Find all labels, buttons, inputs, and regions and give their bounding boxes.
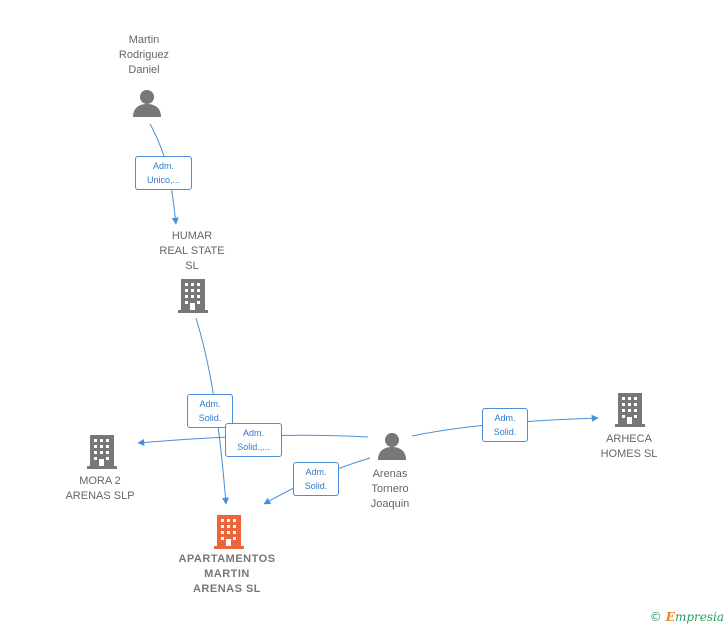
edge-label-arenas-apartamentos[interactable]: Adm. Solid. [293, 462, 339, 496]
node-label-martin[interactable]: Martin Rodriguez Daniel [118, 34, 170, 76]
person-icon[interactable] [133, 90, 161, 117]
building-icon[interactable] [87, 435, 117, 469]
edge-label-martin-humar[interactable]: Adm. Unico,... [135, 156, 192, 190]
building-icon[interactable] [178, 279, 208, 313]
node-label-arenas[interactable]: Arenas Tornero Joaquin [370, 468, 410, 510]
node-label-humar[interactable]: HUMAR REAL STATE SL [159, 230, 225, 272]
edge-label-arenas-arheca[interactable]: Adm. Solid. [482, 408, 528, 442]
building-icon-highlight[interactable] [214, 515, 244, 549]
node-label-arheca[interactable]: ARHECA HOMES SL [600, 433, 658, 460]
node-label-mora[interactable]: MORA 2 ARENAS SLP [65, 475, 135, 502]
person-icon[interactable] [378, 433, 406, 460]
edge-label-humar-apartamentos[interactable]: Adm. Solid. [187, 394, 233, 428]
node-label-apartamentos[interactable]: APARTAMENTOS MARTIN ARENAS SL [178, 553, 276, 595]
copyright-icon: © [649, 610, 662, 624]
edge-label-arenas-mora[interactable]: Adm. Solid.,... [225, 423, 282, 457]
building-icon[interactable] [615, 393, 645, 427]
empresia-logo[interactable]: ©Empresia [649, 610, 724, 624]
